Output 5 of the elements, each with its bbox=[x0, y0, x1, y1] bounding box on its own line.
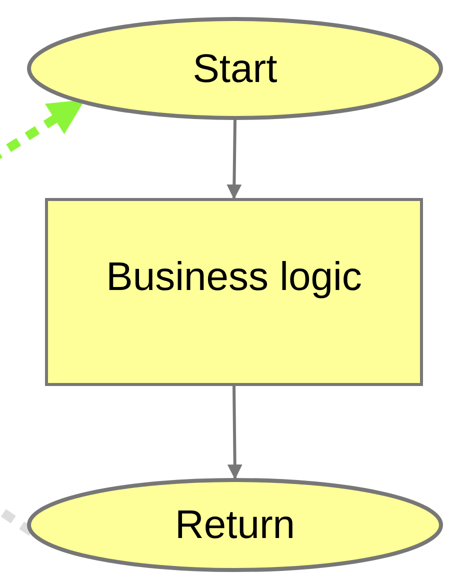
arrow bbox=[226, 120, 242, 200]
node-text: Return bbox=[174, 502, 296, 549]
arrow bbox=[227, 386, 242, 480]
node-text: Start bbox=[192, 46, 278, 92]
node-text: Business logic bbox=[106, 254, 362, 301]
